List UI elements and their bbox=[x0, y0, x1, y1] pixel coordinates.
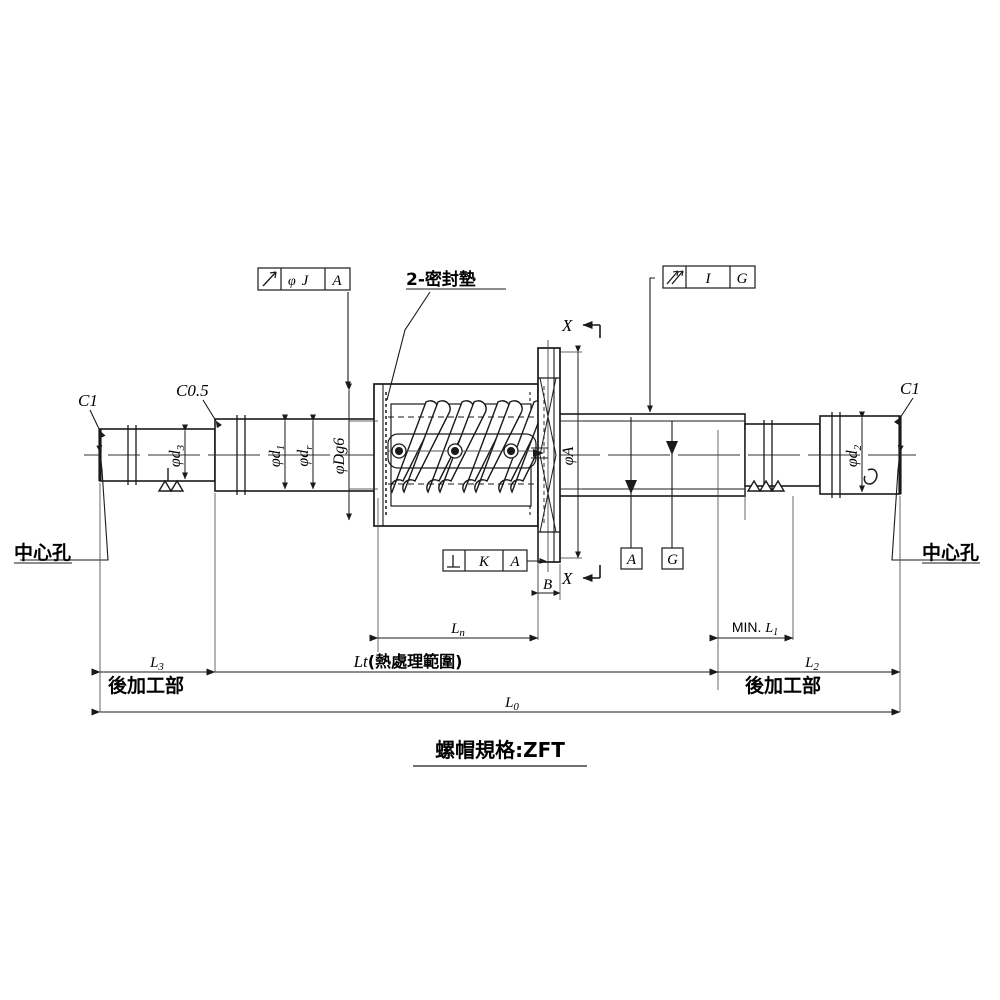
svg-text:L0: L0 bbox=[504, 695, 519, 713]
dim-phi-d2: φd2 bbox=[844, 444, 864, 467]
dim-phi-d3: φd3 bbox=[167, 444, 187, 467]
seal-note: 2-密封墊 bbox=[406, 269, 506, 290]
seal-note-label: 2-密封墊 bbox=[406, 269, 476, 290]
svg-text:L3: L3 bbox=[149, 655, 164, 673]
dim-L0-label: L0 bbox=[504, 695, 519, 713]
dim-phi-dr-sub: r bbox=[303, 445, 315, 450]
zone-post-machining-right: 後加工部 bbox=[745, 674, 821, 697]
fcf3-tolerance: K bbox=[478, 554, 490, 570]
zone-post-machining-left: 後加工部 bbox=[108, 674, 184, 697]
datum-g-label: G bbox=[667, 552, 678, 568]
svg-text:Lt(熱處理範圍): Lt(熱處理範圍) bbox=[353, 652, 463, 671]
section-x-bottom-label: X bbox=[561, 569, 573, 588]
nut-spec-title-label: 螺帽規格:ZFT bbox=[435, 738, 565, 762]
dim-L1-label: MIN. L1 bbox=[732, 619, 778, 638]
chamfer-right-label: C1 bbox=[900, 379, 920, 398]
dim-phi-d3-sub: 3 bbox=[175, 444, 187, 451]
finish-left bbox=[157, 468, 185, 492]
circular-runout-icon bbox=[262, 271, 277, 287]
dim-phi-d2-sub: 2 bbox=[852, 444, 864, 450]
dim-phi-Dg6-suffix: g6 bbox=[331, 438, 348, 454]
perpendicularity-icon bbox=[447, 555, 460, 568]
diameter-dimension-lines bbox=[182, 345, 865, 559]
dim-phi-dr-base: φd bbox=[295, 449, 312, 467]
finish-right bbox=[746, 479, 786, 492]
leader-lines bbox=[20, 277, 965, 564]
fcf1-tolerance: J bbox=[302, 273, 310, 289]
fcf1-phi: φ bbox=[288, 274, 296, 289]
svg-text:L2: L2 bbox=[804, 655, 819, 673]
dim-phi-A-base: φA bbox=[560, 446, 577, 465]
center-hole-right-label: 中心孔 bbox=[922, 541, 979, 564]
fcf-runout-j-a[interactable]: φ J A bbox=[257, 267, 351, 291]
section-arrow-top bbox=[582, 321, 601, 338]
total-runout-icon bbox=[666, 270, 684, 285]
datum-g[interactable]: G bbox=[661, 547, 684, 570]
dim-L3-label: L3 bbox=[149, 655, 164, 673]
fcf1-datum: A bbox=[331, 273, 342, 289]
svg-text:Ln: Ln bbox=[450, 621, 465, 639]
dim-Ln-label: Ln bbox=[450, 621, 465, 639]
center-hole-left: 中心孔 bbox=[14, 541, 72, 564]
section-arrow-bottom bbox=[582, 565, 601, 582]
dim-L2-label: L2 bbox=[804, 655, 819, 673]
dim-phi-Dg6: φDg6 bbox=[331, 438, 348, 474]
dim-B-label: B bbox=[543, 577, 552, 593]
dim-phi-d1-base: φd bbox=[267, 449, 284, 467]
svg-text:φd2: φd2 bbox=[844, 444, 864, 467]
break-marks bbox=[127, 412, 841, 498]
datum-a-label: A bbox=[626, 552, 637, 568]
nut-flange bbox=[531, 340, 561, 572]
center-hole-left-label: 中心孔 bbox=[14, 541, 71, 564]
svg-text:φd1: φd1 bbox=[267, 445, 287, 467]
dim-phi-Dg6-base: φD bbox=[331, 453, 348, 474]
fcf2-tolerance: I bbox=[705, 271, 712, 287]
center-hole-right: 中心孔 bbox=[922, 541, 980, 564]
fcf3-datum: A bbox=[509, 554, 520, 570]
chamfer-left-label: C1 bbox=[78, 391, 98, 410]
fcf-total-runout-i-g[interactable]: I G bbox=[662, 265, 756, 289]
ball-circuit bbox=[387, 400, 538, 494]
nut-spec-title: 螺帽規格:ZFT bbox=[413, 738, 587, 767]
linear-dimension-lines bbox=[91, 590, 901, 716]
dim-phi-d1: φd1 bbox=[267, 445, 287, 467]
dim-phi-A: φA bbox=[560, 446, 577, 465]
dim-Lt-label: Lt(熱處理範圍) bbox=[353, 652, 463, 671]
dim-phi-d3-base: φd bbox=[167, 449, 184, 467]
datum-a[interactable]: A bbox=[620, 547, 643, 570]
chamfer-mid-left-label: C0.5 bbox=[176, 381, 209, 400]
fcf2-datum: G bbox=[737, 271, 748, 287]
svg-text:φDg6: φDg6 bbox=[331, 438, 348, 474]
svg-text:φd3: φd3 bbox=[167, 444, 187, 467]
fcf-perpendicularity-k-a[interactable]: K A bbox=[442, 549, 528, 572]
svg-text:MIN. L1: MIN. L1 bbox=[732, 619, 778, 638]
datum-indicators bbox=[625, 417, 678, 548]
dim-phi-d1-sub: 1 bbox=[275, 445, 287, 451]
section-x-top-label: X bbox=[561, 316, 573, 335]
dim-phi-dr: φdr bbox=[295, 445, 315, 467]
svg-text:φdr: φdr bbox=[295, 445, 315, 467]
dim-phi-d2-base: φd bbox=[844, 449, 861, 467]
